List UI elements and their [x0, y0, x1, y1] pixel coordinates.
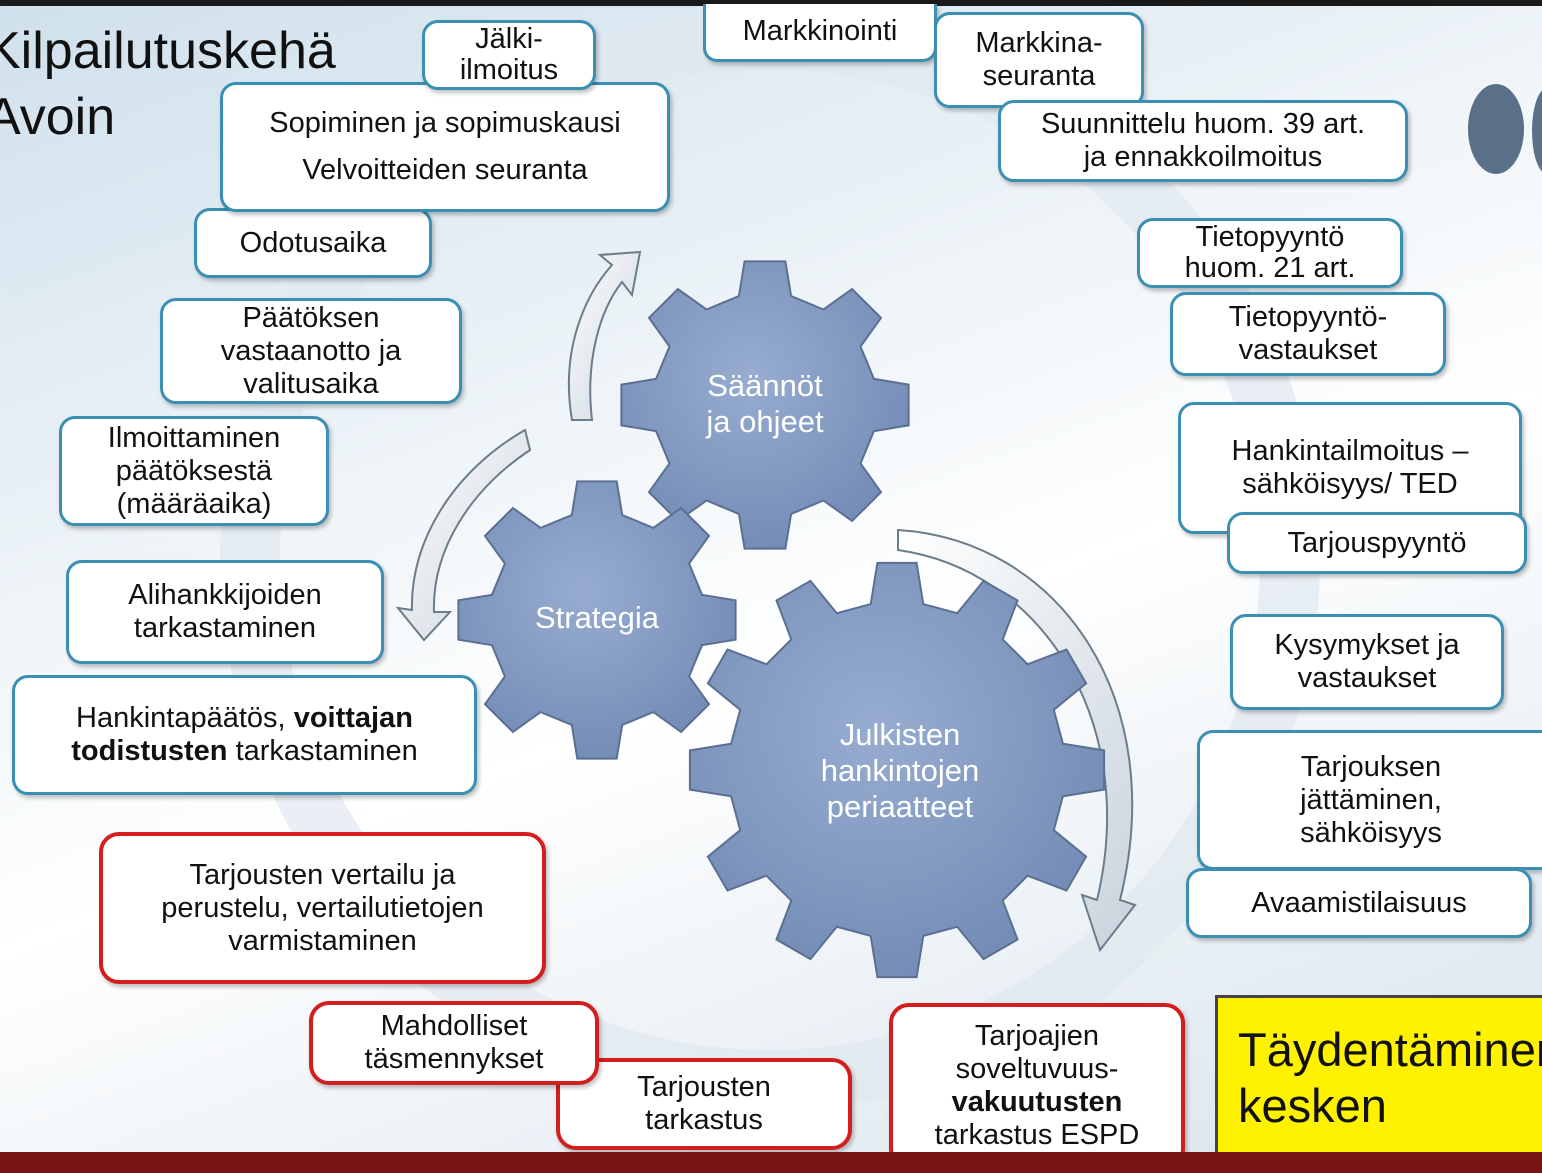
top-rule: [0, 0, 1542, 6]
decorative-circle: [1468, 84, 1524, 174]
step-kysymykset: Kysymykset ja vastaukset: [1230, 614, 1504, 710]
step-paatoksen-vastaanotto: Päätöksen vastaanotto ja valitusaika: [160, 298, 462, 404]
step-jalki-ilmoitus: Jälki- ilmoitus: [422, 20, 596, 90]
gear-strategy: [457, 480, 737, 760]
step-tietopyyntovastaukset: Tietopyyntö- vastaukset: [1170, 292, 1446, 376]
footer-bar: [0, 1152, 1542, 1173]
step-alihankkijat: Alihankkijoiden tarkastaminen: [66, 560, 384, 664]
step-odotusaika: Odotusaika: [194, 208, 432, 278]
arrow-to-strategy: [395, 428, 532, 642]
gear-principles: [688, 561, 1106, 979]
decorative-circle: [1532, 88, 1542, 174]
slide-title: Kilpailutuskehä Avoin: [0, 18, 336, 150]
step-suunnittelu: Suunnittelu huom. 39 art. ja ennakkoilmo…: [998, 100, 1408, 182]
sticky-note: Täydentäminen kesken: [1215, 995, 1542, 1160]
gear-label-principles: Julkisten hankintojen periaatteet: [820, 717, 980, 824]
gear-label-rules: Säännöt ja ohjeet: [706, 368, 824, 439]
title-line-1: Kilpailutuskehä: [0, 22, 336, 80]
step-tarjousten-tarkastus: Tarjousten tarkastus: [556, 1058, 852, 1150]
title-line-2: Avoin: [0, 88, 116, 146]
arrow-to-rules: [568, 250, 642, 421]
step-tarjouspyynto: Tarjouspyyntö: [1227, 512, 1527, 574]
step-markkinaseuranta: Markkina- seuranta: [934, 12, 1144, 108]
step-avaamistilaisuus: Avaamistilaisuus: [1186, 868, 1532, 938]
step-tasmennykset: Mahdolliset täsmennykset: [309, 1001, 599, 1085]
step-markkinointi: Markkinointi: [703, 4, 937, 62]
step-vertailu: Tarjousten vertailu ja perustelu, vertai…: [99, 832, 546, 984]
arrow-to-principles: [897, 528, 1137, 953]
step-ilmoittaminen: Ilmoittaminen päätöksestä (määräaika): [59, 416, 329, 526]
step-tarjouksen-jattaminen: Tarjouksen jättäminen, sähköisyys: [1197, 730, 1542, 870]
gear-label-strategy: Strategia: [534, 600, 660, 635]
step-tietopyynto: Tietopyyntö huom. 21 art.: [1137, 218, 1403, 288]
gear-rules: [620, 260, 910, 550]
